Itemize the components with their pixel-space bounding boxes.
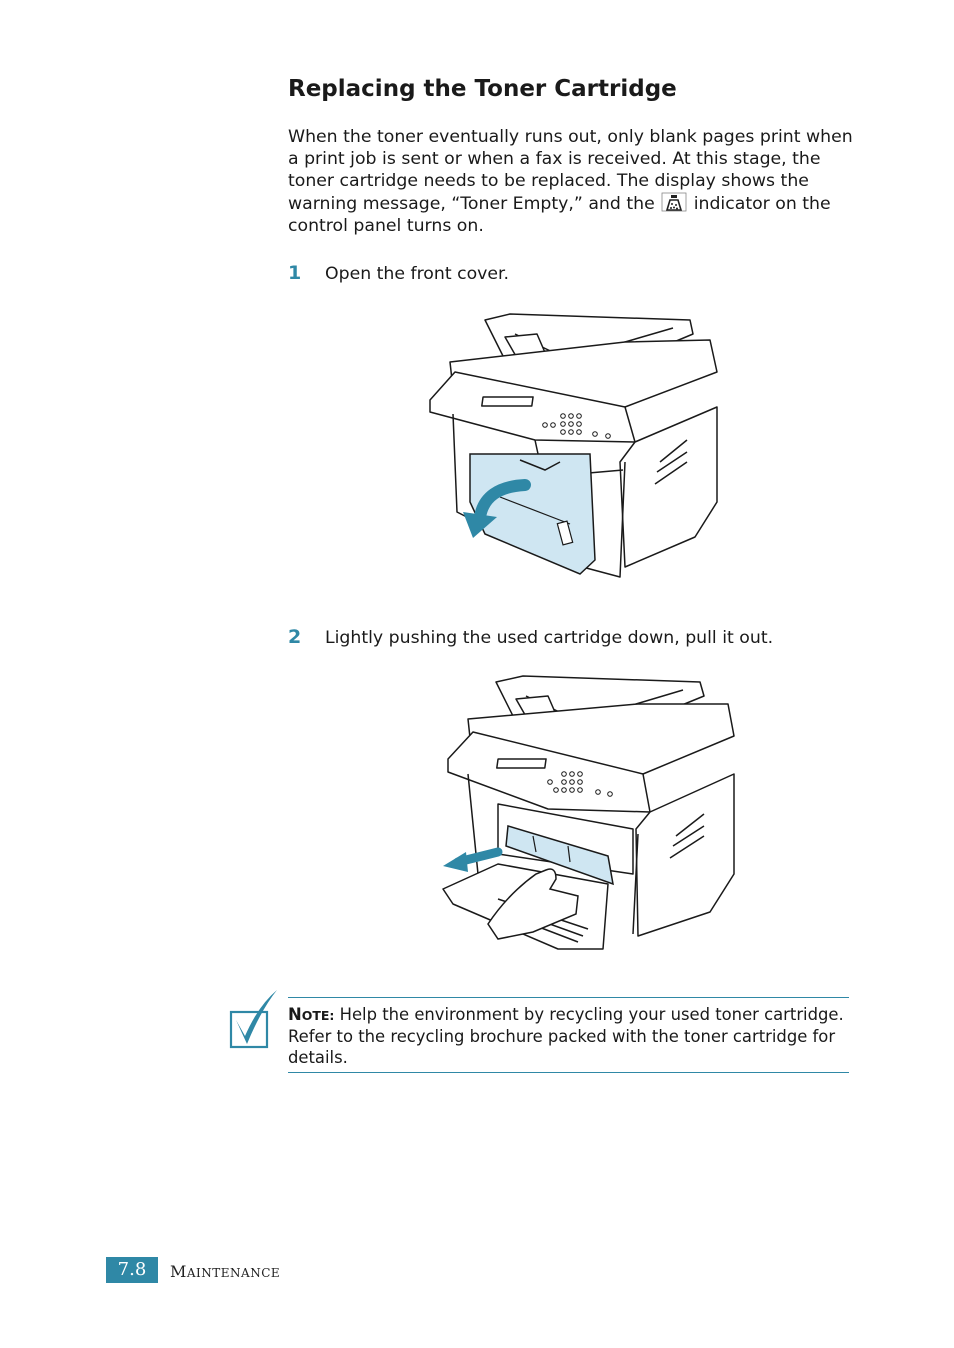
printer-remove-cartridge-illustration xyxy=(442,675,735,950)
note-body: Help the environment by recycling your u… xyxy=(288,1005,844,1067)
page-number: 7.8 xyxy=(106,1257,158,1283)
note-label: NOTE: xyxy=(288,1005,335,1024)
intro-paragraph: When the toner eventually runs out, only… xyxy=(288,126,853,237)
step-1-number: 1 xyxy=(288,262,302,284)
step-2-number: 2 xyxy=(288,626,302,648)
intro-text-after: indicator on the control panel turns on. xyxy=(288,194,831,236)
section-name: MAINTENANCE xyxy=(170,1262,281,1281)
printer-open-front-cover-illustration xyxy=(429,313,718,578)
step-1-text: Open the front cover. xyxy=(325,264,510,284)
intro-text-before: When the toner eventually runs out, only… xyxy=(288,127,853,214)
checkmark-note-icon xyxy=(229,990,277,1049)
note-top-rule xyxy=(288,997,849,998)
note-text: NOTE: Help the environment by recycling … xyxy=(288,1004,849,1068)
toner-indicator-icon xyxy=(661,192,687,212)
note-bottom-rule xyxy=(288,1072,849,1073)
step-2-text: Lightly pushing the used cartridge down,… xyxy=(325,628,774,648)
page-title: Replacing the Toner Cartridge xyxy=(288,76,677,102)
